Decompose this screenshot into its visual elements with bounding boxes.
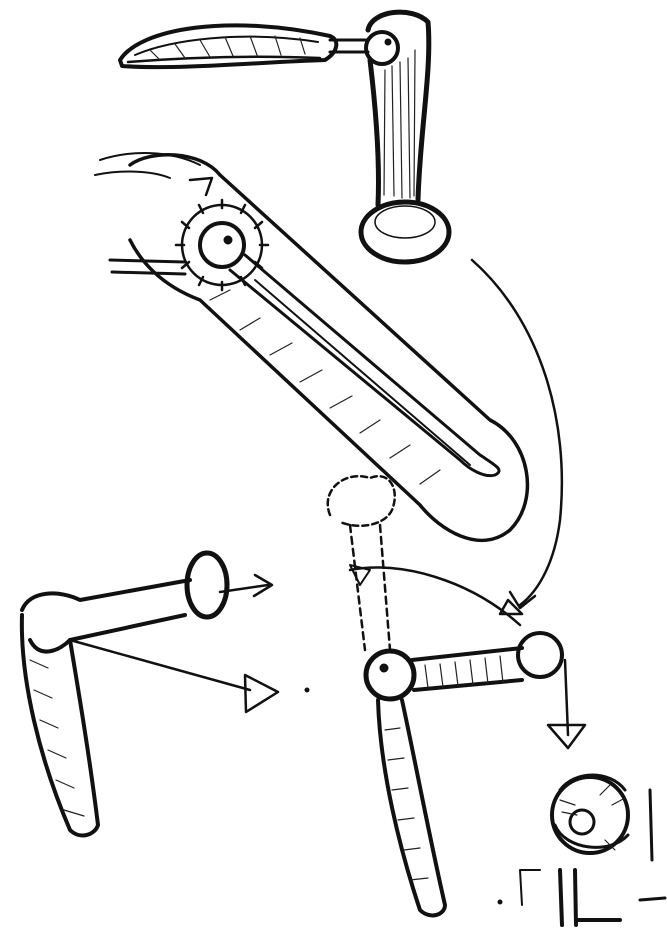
- bent-arm: [22, 553, 309, 835]
- gear-icon: [176, 178, 268, 290]
- gear-lever: [95, 153, 527, 540]
- partial-gear-figure: [498, 775, 665, 925]
- cross-pivot-mechanism: [328, 476, 585, 915]
- top-rotating-arm: [120, 12, 449, 262]
- swing-arc: [472, 260, 562, 608]
